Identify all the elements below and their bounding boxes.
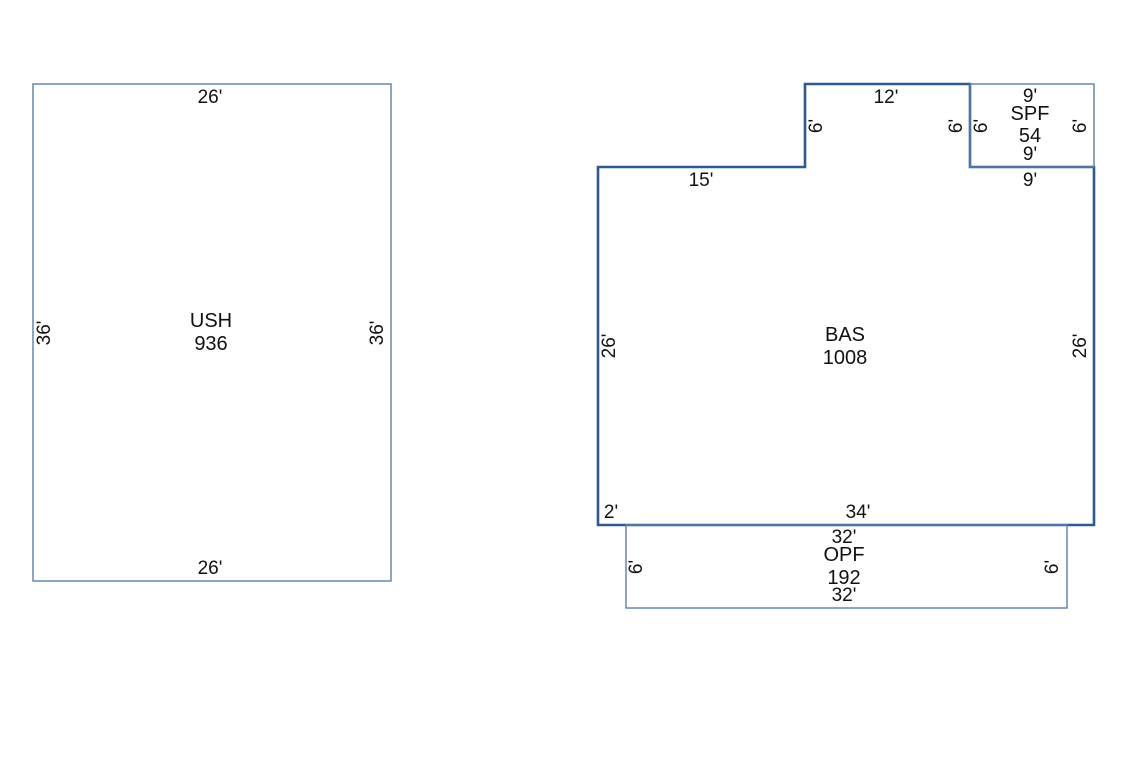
ush-outline (32, 83, 392, 582)
bas-offset-dimension: 2' (604, 502, 618, 523)
spf-area-label: 54 (1019, 125, 1041, 147)
bas-bottom-dimension: 34' (846, 502, 871, 523)
ush-area: 26' 26' 36' 36' USH 936 (32, 83, 392, 582)
opf-left-dimension: 6' (626, 560, 647, 574)
bas-notch-left-dimension: 6' (806, 119, 827, 133)
bas-outline (596, 82, 1096, 527)
bas-left-dimension: 26' (599, 334, 620, 359)
spf-bottom-dimension: 9' (1023, 144, 1037, 165)
opf-area-label: 192 (827, 567, 860, 589)
bas-area-label: 1008 (823, 347, 868, 369)
spf-code-label: SPF (1011, 103, 1050, 125)
spf-area: 9' SPF 54 9' 6' 6' (969, 83, 1095, 168)
opf-code-label: OPF (823, 544, 864, 566)
bas-under-spf-dimension: 9' (1023, 170, 1037, 191)
ush-code-label: USH (190, 310, 232, 332)
opf-outline (625, 524, 1068, 609)
opf-area: 32' OPF 192 32' 6' 6' (625, 524, 1068, 609)
spf-right-dimension: 6' (1070, 119, 1091, 133)
opf-top-dimension: 32' (832, 527, 857, 548)
spf-outline (969, 83, 1095, 168)
spf-left-dimension: 6' (971, 119, 992, 133)
spf-top-dimension: 9' (1023, 86, 1037, 107)
ush-area-label: 936 (194, 333, 227, 355)
bas-notch-top-dimension: 12' (874, 87, 899, 108)
ush-top-dimension: 26' (198, 87, 223, 108)
bas-notch-right-dimension: 6' (946, 119, 967, 133)
opf-bottom-dimension: 32' (832, 585, 857, 606)
bas-upper-left-dimension: 15' (689, 170, 714, 191)
ush-right-dimension: 36' (367, 321, 388, 346)
bas-right-dimension: 26' (1070, 334, 1091, 359)
ush-left-dimension: 36' (34, 321, 55, 346)
bas-area: 12' 6' 6' 15' 9' 26' 26' 34' 2' BAS 1008 (596, 82, 1096, 527)
bas-code-label: BAS (825, 324, 865, 346)
ush-bottom-dimension: 26' (198, 558, 223, 579)
opf-right-dimension: 6' (1042, 560, 1063, 574)
